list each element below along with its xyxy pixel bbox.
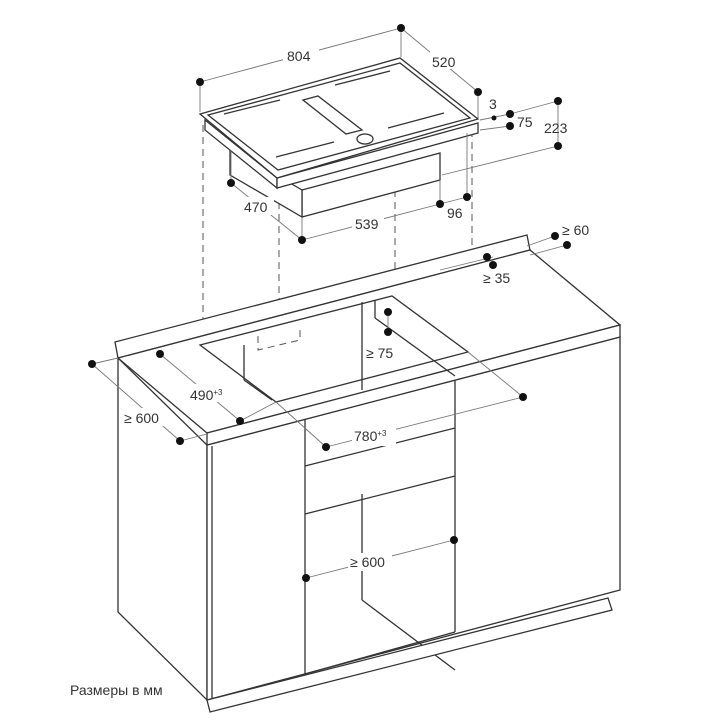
label-cutout-depth: 490+3	[190, 387, 223, 403]
label-edge-min: ≥ 35	[483, 270, 510, 286]
countertop	[114, 234, 622, 446]
label-drawer-min: ≥ 75	[366, 345, 393, 361]
label-cabinet-width-min: ≥ 600	[350, 554, 385, 570]
hob	[198, 57, 480, 219]
label-body-depth: 470	[244, 199, 268, 215]
label-glass-offset: 3	[489, 96, 497, 112]
label-lip: 75	[517, 114, 533, 130]
label-back-min: ≥ 60	[562, 222, 589, 238]
dimension-labels: 804 520 3 75 223 470 539 96 ≥ 60 ≥ 35 ≥ …	[122, 46, 589, 571]
label-cutout-width: 780+3	[354, 428, 387, 444]
label-body-offset: 96	[447, 205, 463, 221]
cabinet	[117, 336, 621, 713]
label-body-width: 539	[355, 216, 379, 232]
caption: Размеры в мм	[70, 682, 163, 698]
label-height: 223	[544, 120, 568, 136]
label-depth: 520	[432, 54, 456, 70]
label-counter-depth-min: ≥ 600	[124, 410, 159, 426]
dimension-dots	[88, 24, 571, 582]
label-width: 804	[287, 48, 311, 64]
